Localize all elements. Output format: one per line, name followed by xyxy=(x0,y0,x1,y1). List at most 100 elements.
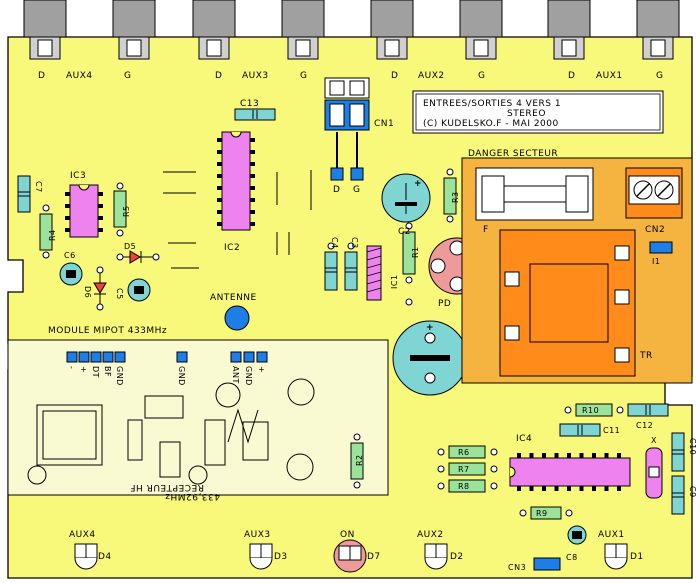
cn3: CN3 xyxy=(508,557,561,572)
ic-pin xyxy=(250,174,255,178)
ic-pin xyxy=(529,453,534,458)
c12: C12 xyxy=(627,403,669,430)
ic-pin xyxy=(250,138,255,142)
ic-pin xyxy=(542,453,546,458)
ic-pin xyxy=(217,150,222,154)
svg-text:AUX4: AUX4 xyxy=(69,530,96,540)
svg-text:R3: R3 xyxy=(451,191,460,203)
ic-pin xyxy=(98,192,103,196)
aux3-d: D xyxy=(215,71,222,81)
module-label: MODULE MIPOT 433MHz xyxy=(48,326,167,336)
ic-pin xyxy=(250,210,255,214)
svg-text:C4: C4 xyxy=(330,237,339,249)
ic-pin xyxy=(579,453,584,458)
leds: AUX4 D4 AUX3 D3 ON D7 AUX2 D2 xyxy=(69,530,644,573)
ic-pin xyxy=(65,204,70,208)
title-line3: (C) KUDELSKO.F - MAI 2000 xyxy=(423,119,559,129)
module-pin: GND xyxy=(114,351,126,386)
svg-text:GND: GND xyxy=(177,366,186,386)
led-on: ON D7 xyxy=(333,530,380,573)
ic-pin xyxy=(98,228,103,232)
aux2-d: D xyxy=(391,71,398,81)
svg-text:IC3: IC3 xyxy=(70,171,86,181)
svg-text:R4: R4 xyxy=(48,229,57,241)
svg-text:R9: R9 xyxy=(536,509,548,518)
module-pin: + xyxy=(256,351,268,373)
ic2: IC2 xyxy=(217,131,255,253)
c7: C7 xyxy=(17,175,43,213)
svg-text:ON: ON xyxy=(340,530,355,540)
svg-text:G: G xyxy=(353,185,360,195)
led-aux2: AUX2 D2 xyxy=(417,530,464,570)
aux1-mid: AUX1 xyxy=(596,71,623,81)
ic-pin xyxy=(98,204,103,208)
c5: C5 xyxy=(115,278,151,302)
svg-text:D1: D1 xyxy=(630,552,644,562)
svg-text:TR: TR xyxy=(639,351,653,361)
r5: R5 xyxy=(113,182,131,237)
danger-zone: DANGER SECTEUR F CN2 I1 TR xyxy=(461,149,693,384)
svg-text:PD: PD xyxy=(438,299,451,309)
audio-jack xyxy=(281,0,325,60)
crystal-x: X xyxy=(645,436,663,499)
title-box: ENTREES/SORTIES 4 VERS 1 STEREO (C) KUDE… xyxy=(412,90,664,134)
ic-pin xyxy=(592,486,596,491)
antenna: ANTENNE xyxy=(210,293,256,331)
svg-text:C12: C12 xyxy=(636,421,653,430)
led-aux4: AUX4 D4 xyxy=(69,530,112,570)
r3: R3 xyxy=(443,168,460,223)
connector-labels: D AUX4 G D AUX3 G D AUX2 G D AUX1 G xyxy=(38,71,663,81)
ic-pin xyxy=(617,453,621,458)
ic-pin xyxy=(604,486,609,491)
ic-pin xyxy=(65,192,70,196)
svg-text:R6: R6 xyxy=(458,448,470,457)
audio-jack xyxy=(547,0,591,60)
audio-jack xyxy=(23,0,67,60)
aux3-mid: AUX3 xyxy=(242,71,269,81)
svg-text:C7: C7 xyxy=(34,181,43,193)
ic-pin xyxy=(250,162,255,166)
audio-jack xyxy=(370,0,414,60)
module-pin: + xyxy=(78,351,90,373)
svg-text:-: - xyxy=(67,366,76,369)
audio-jack xyxy=(192,0,236,60)
ic-pin xyxy=(250,186,255,190)
c3: C3 xyxy=(344,237,359,291)
svg-text:D4: D4 xyxy=(98,552,112,562)
svg-text:D2: D2 xyxy=(450,552,464,562)
svg-text:BF: BF xyxy=(103,366,112,377)
aux2-g: G xyxy=(478,71,485,81)
svg-text:F: F xyxy=(483,225,489,235)
svg-text:AUX3: AUX3 xyxy=(244,530,271,540)
d6: D6 xyxy=(83,266,107,311)
ic-pin xyxy=(567,486,571,491)
svg-text:D5: D5 xyxy=(124,242,136,251)
receiver-line2: 433,92MHz xyxy=(165,491,220,501)
ic-pin xyxy=(517,486,521,491)
svg-text:X: X xyxy=(651,436,657,445)
svg-text:GND: GND xyxy=(115,366,124,386)
svg-text:C9: C9 xyxy=(688,486,697,498)
r1: R1 xyxy=(402,222,420,306)
module-pin: GND xyxy=(243,351,255,386)
ic-pin xyxy=(604,453,609,458)
svg-text:+: + xyxy=(414,179,422,189)
r6-r8: R6 R7 R8 xyxy=(437,445,498,493)
module-pin: GND xyxy=(176,351,188,386)
ic-pin xyxy=(217,174,222,178)
c10: C10 xyxy=(671,432,697,472)
d5: D5 xyxy=(116,242,160,264)
svg-text:R8: R8 xyxy=(458,482,470,491)
svg-text:+: + xyxy=(79,366,88,373)
svg-text:GND: GND xyxy=(244,366,253,386)
led-aux1: AUX1 D1 xyxy=(598,530,644,570)
svg-text:C6: C6 xyxy=(64,251,76,260)
ic-pin xyxy=(217,162,222,166)
svg-text:C2: C2 xyxy=(398,227,411,237)
svg-text:ANT: ANT xyxy=(231,366,240,384)
ic-pin xyxy=(250,150,255,154)
ic1: IC1 xyxy=(366,245,399,301)
ic-pin xyxy=(217,198,222,202)
svg-text:CN3: CN3 xyxy=(508,563,526,572)
